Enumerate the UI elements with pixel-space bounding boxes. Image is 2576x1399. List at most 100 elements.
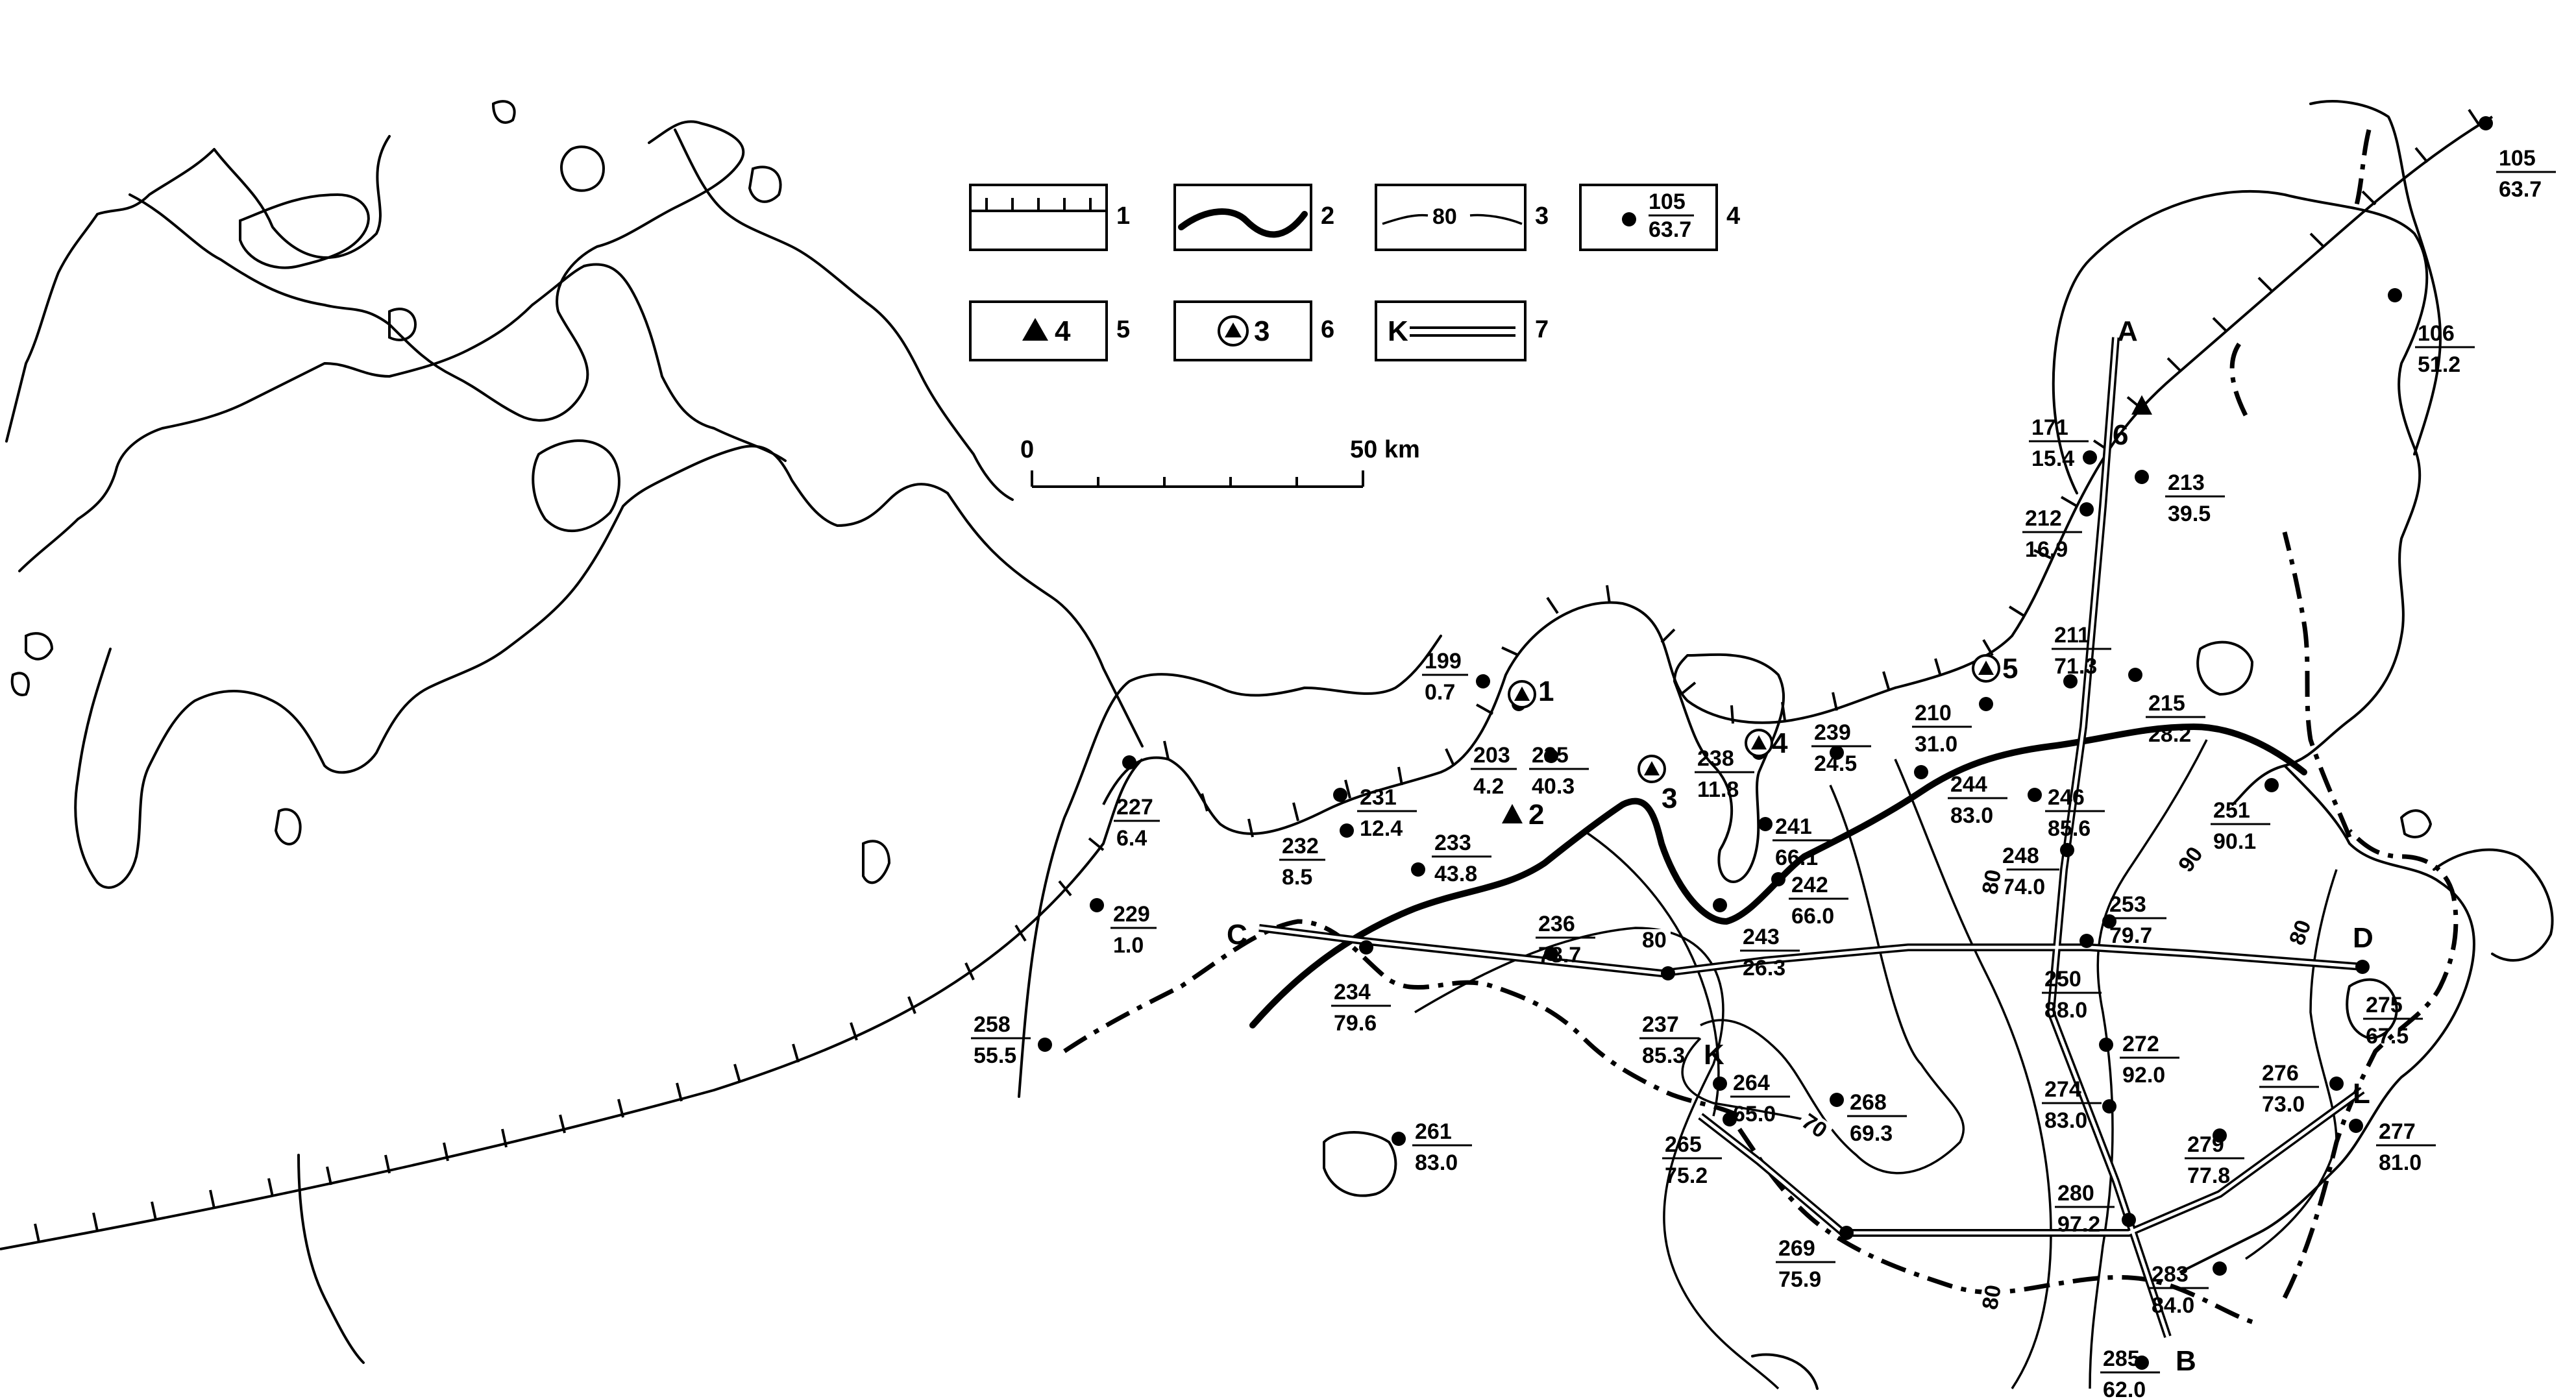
station-number: 272	[2122, 1032, 2159, 1056]
triangle-icon	[2131, 395, 2152, 415]
station-dot	[2122, 1213, 2136, 1227]
station-number: 211	[2054, 623, 2090, 648]
station-marker: 250 88.0	[2042, 934, 2102, 1023]
profile-letter: D	[2353, 922, 2374, 954]
legend-triangle-text: 4	[1055, 315, 1071, 347]
station-number: 106	[2418, 321, 2455, 346]
station-value: 85.3	[1642, 1043, 1685, 1068]
station-value: 81.0	[2379, 1150, 2422, 1175]
station-number: 238	[1697, 746, 1734, 771]
station-marker: 215 28.2	[2128, 668, 2205, 747]
station-number: 213	[2168, 470, 2205, 495]
station-dot	[2102, 1099, 2116, 1113]
station-dot	[2479, 116, 2493, 130]
station-dot	[1914, 765, 1928, 779]
station-number: 215	[2148, 691, 2185, 716]
station-number: 251	[2213, 798, 2250, 823]
station-dot	[1713, 898, 1727, 912]
circled-triangle-label: 1	[1538, 675, 1554, 707]
station-number: 105	[2499, 146, 2536, 171]
station-number: 233	[1434, 831, 1471, 855]
station-dot	[1758, 817, 1773, 831]
station-number: 199	[1425, 649, 1462, 674]
legend-item-3: 80 3	[1375, 184, 1549, 251]
station-dot	[1544, 749, 1558, 763]
scale-start: 0	[1020, 436, 1034, 463]
legend-number-2: 2	[1321, 202, 1334, 230]
station-value: 83.0	[1950, 803, 1993, 828]
legend-number-1: 1	[1116, 202, 1130, 230]
hatched-boundary	[0, 108, 2494, 1250]
station-value: 79.7	[2109, 923, 2152, 948]
station-number: 250	[2044, 967, 2081, 991]
station-marker: 238 11.8	[1695, 746, 1766, 802]
station-dot	[2355, 960, 2370, 974]
circled-triangle-marker: 1	[1508, 675, 1554, 709]
station-dot	[2028, 788, 2042, 802]
station-number: 212	[2025, 506, 2062, 531]
isoline-label: 80	[1978, 864, 2007, 899]
station-dot	[2083, 450, 2097, 465]
station-marker: 105 63.7	[2479, 116, 2556, 202]
station-dot	[2388, 288, 2402, 302]
station-value: 24.5	[1814, 751, 1857, 776]
isoline-label: 80	[1639, 928, 1671, 953]
station-marker: 280 97.2	[2055, 1181, 2136, 1237]
station-value: 4.2	[1473, 774, 1504, 799]
station-dot	[1359, 940, 1373, 955]
legend-profile-letter: K	[1388, 315, 1408, 347]
station-number: 280	[2057, 1181, 2094, 1206]
station-value: 11.8	[1697, 777, 1739, 802]
legend-number-5: 5	[1116, 316, 1130, 343]
station-number: 231	[1360, 785, 1397, 810]
station-dot	[1771, 872, 1785, 886]
south-outlines	[297, 1131, 1397, 1364]
station-dot	[1122, 755, 1136, 770]
station-number: 274	[2044, 1077, 2081, 1102]
station-value: 75.9	[1778, 1267, 1821, 1292]
legend-number-4: 4	[1726, 202, 1740, 230]
station-number: 171	[2031, 415, 2068, 440]
legend-number-6: 6	[1321, 316, 1334, 343]
station-number: 248	[2002, 844, 2039, 868]
station-dot	[2135, 1356, 2149, 1370]
circled-triangle-marker: 4	[1745, 727, 1788, 759]
station-value: 97.2	[2057, 1212, 2100, 1237]
station-number: 237	[1642, 1012, 1679, 1037]
station-number: 232	[1282, 834, 1319, 858]
legend-item-7: K 7	[1375, 300, 1549, 361]
station-number: 269	[1778, 1236, 1815, 1261]
station-dot	[1830, 1093, 1844, 1107]
circled-triangle-marker: 5	[1972, 653, 2018, 685]
station-dot	[1392, 1132, 1406, 1146]
station-number: 277	[2379, 1119, 2416, 1144]
legend-item-1: 1	[969, 184, 1130, 251]
legend-item-5: 4 5	[969, 300, 1130, 361]
triangle-icon	[1022, 318, 1048, 341]
legend-number-3: 3	[1535, 202, 1549, 230]
triangle-label: 6	[2113, 419, 2128, 451]
station-value: 28.2	[2148, 722, 2191, 747]
scale-end: 50 km	[1350, 436, 1420, 463]
profile-letter: K	[1704, 1039, 1724, 1071]
scale-bar: 0 50 km	[1020, 436, 1420, 488]
legend-circled-triangle-text: 3	[1254, 315, 1270, 347]
station-number: 243	[1743, 925, 1780, 949]
station-value: 88.0	[2044, 998, 2087, 1023]
station-dot	[2264, 778, 2279, 792]
station-number: 265	[1665, 1132, 1702, 1157]
station-dot	[2128, 668, 2142, 682]
station-value: 63.7	[2499, 177, 2542, 202]
station-value: 83.0	[1415, 1150, 1458, 1175]
